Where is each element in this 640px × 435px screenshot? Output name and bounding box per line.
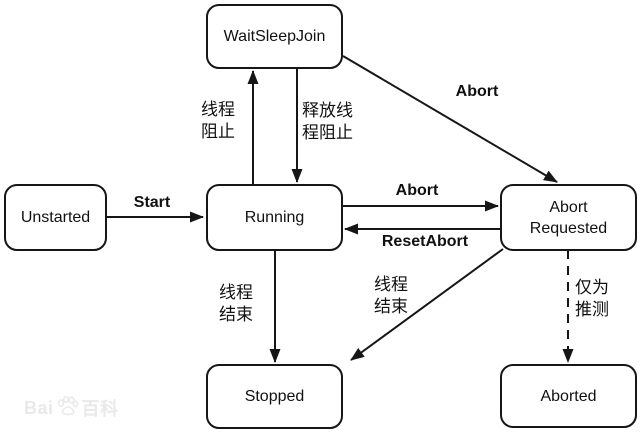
baidu-baike-watermark: Bai 百科: [24, 395, 119, 421]
edge-abort-from-waitsleepjoin: [342, 55, 558, 183]
state-running: Running: [206, 184, 343, 251]
state-unstarted: Unstarted: [4, 184, 107, 251]
transition-label-thread-block: 线程 阻止: [201, 100, 235, 141]
state-aborted: Aborted: [500, 364, 637, 428]
transition-label-release-thread-block: 释放线 程阻止: [302, 101, 353, 142]
transition-label-thread-end-from-running: 线程 结束: [219, 283, 253, 324]
transition-label-thread-end-from-abort-requested: 线程 结束: [374, 275, 408, 316]
transition-label-abort-from-waitsleepjoin: Abort: [455, 83, 499, 100]
watermark-text-prefix: Bai: [24, 397, 54, 418]
state-stopped: Stopped: [206, 364, 343, 429]
watermark-text-suffix: 百科: [81, 399, 119, 419]
transition-label-speculation-only: 仅为 推测: [575, 278, 609, 319]
state-abort-requested: Abort Requested: [500, 184, 637, 251]
transition-label-reset-abort: ResetAbort: [381, 233, 469, 250]
transition-label-start: Start: [133, 194, 171, 211]
baidu-paw-icon: [57, 395, 79, 421]
state-waitsleepjoin: WaitSleepJoin: [206, 4, 343, 69]
transition-label-abort-from-running: Abort: [395, 182, 439, 199]
edge-thread-end-from-abort-requested: [350, 248, 504, 361]
